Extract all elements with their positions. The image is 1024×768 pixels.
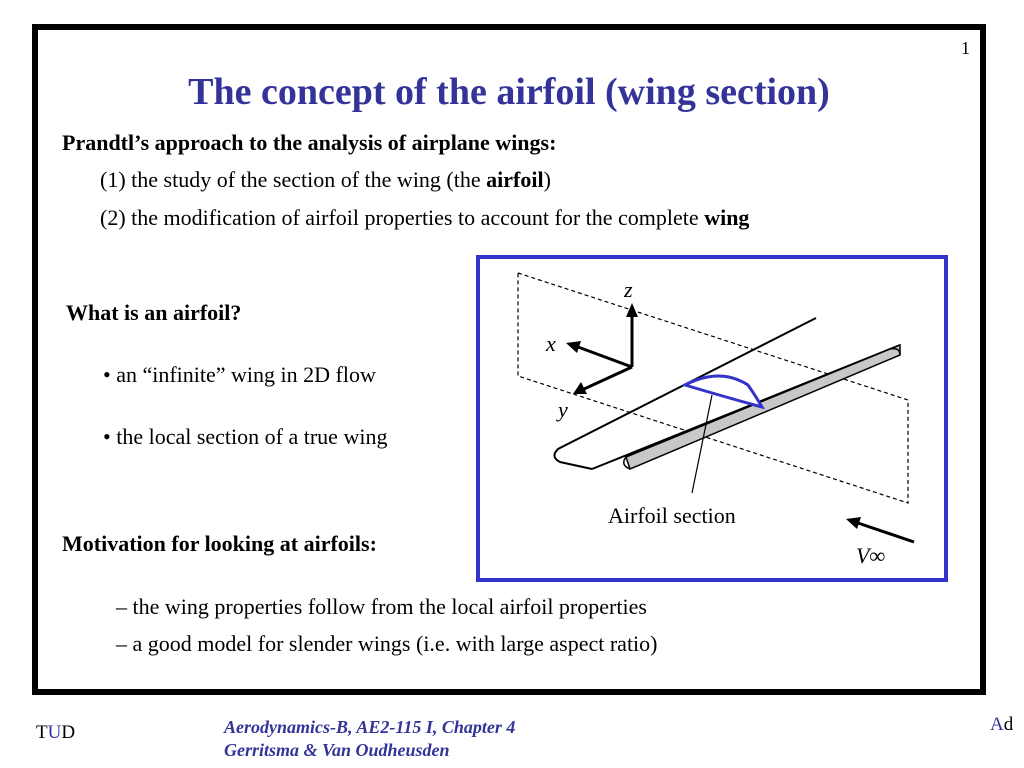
slide-frame: 1 The concept of the airfoil (wing secti…: [32, 24, 986, 695]
intro-item-1-suffix: ): [543, 167, 551, 192]
velocity-arrow: [857, 521, 915, 544]
x-axis: [577, 345, 633, 369]
intro-heading: Prandtl’s approach to the analysis of ai…: [62, 130, 557, 155]
motivation-item-1: – the wing properties follow from the lo…: [116, 594, 647, 619]
intro-item-2-bold: wing: [704, 205, 750, 230]
intro-item-1-bold: airfoil: [486, 167, 544, 192]
y-axis: [583, 365, 633, 391]
airfoil-section-shape: [681, 374, 766, 410]
slide-title: The concept of the airfoil (wing section…: [188, 71, 830, 113]
motivation-item-2: – a good model for slender wings (i.e. w…: [116, 631, 658, 656]
page-number: 1: [961, 38, 970, 58]
wing-figure: z x y Airfoil section V∞: [476, 255, 948, 582]
what-is-bullet-1: • an “infinite” wing in 2D flow: [103, 362, 376, 387]
intro-item-1: (1) the study of the section of the wing…: [100, 167, 551, 193]
x-arrowhead: [566, 341, 581, 353]
logo-letter-u: U: [47, 722, 62, 743]
footer-logo-tud: TUD: [36, 722, 75, 744]
axis-x-label: x: [546, 331, 556, 356]
logo-letter-d2: d: [1003, 714, 1014, 735]
motivation-heading: Motivation for looking at airfoils:: [62, 531, 377, 556]
axis-y-label: y: [558, 397, 568, 422]
spar-end: [623, 456, 631, 470]
intro-item-2-text: (2) the modification of airfoil properti…: [100, 205, 705, 230]
logo-letter-a: A: [990, 714, 1004, 735]
footer-course-line: Aerodynamics-B, AE2-115 I, Chapter 4: [224, 717, 516, 737]
logo-letter-d: D: [61, 722, 76, 743]
intro-item-1-text: (1) the study of the section of the wing…: [100, 167, 487, 192]
section-plane: [517, 272, 909, 504]
velocity-label: V∞: [856, 543, 886, 568]
intro-item-2: (2) the modification of airfoil properti…: [100, 205, 749, 231]
what-is-bullet-2: • the local section of a true wing: [103, 424, 388, 449]
footer-logo-ad: Ad: [990, 714, 1013, 736]
airfoil-section-label: Airfoil section: [608, 503, 736, 528]
what-is-heading: What is an airfoil?: [66, 300, 242, 325]
logo-letter-t: T: [36, 722, 48, 743]
wing-leading-edge: [553, 317, 817, 470]
z-arrowhead: [626, 303, 638, 317]
footer-authors-line: Gerritsma & Van Oudheusden: [224, 740, 450, 760]
airfoil-pointer: [691, 394, 713, 494]
axis-z-label: z: [624, 277, 633, 302]
spar-tip: [889, 347, 901, 356]
velocity-arrowhead: [846, 517, 861, 529]
y-arrowhead: [573, 382, 587, 394]
wing-diagram: [517, 272, 915, 544]
footer-course-info: Aerodynamics-B, AE2-115 I, Chapter 4 Ger…: [224, 716, 515, 762]
